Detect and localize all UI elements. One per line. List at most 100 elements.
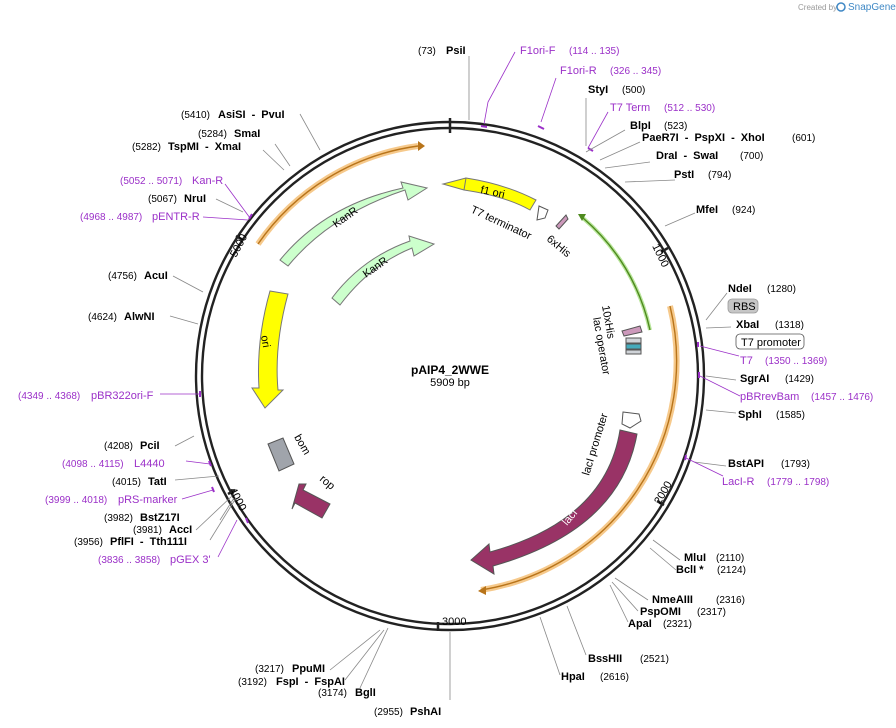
snapgene-logo-icon: [836, 2, 846, 12]
svg-text:F1ori-R: F1ori-R: [560, 65, 597, 77]
svg-text:pGEX 3': pGEX 3': [170, 554, 211, 566]
svg-text:6xHis: 6xHis: [544, 233, 573, 260]
svg-text:(4756): (4756): [108, 271, 137, 282]
svg-text:NmeAIII: NmeAIII: [652, 594, 693, 606]
primer-label-t7-term: T7 Term(512 .. 530): [610, 102, 715, 114]
svg-text:PspOMI: PspOMI: [640, 606, 681, 618]
svg-text:DraI - SwaI: DraI - SwaI: [656, 150, 718, 162]
feature-ori: ori: [251, 290, 289, 409]
svg-text:(924): (924): [732, 205, 755, 216]
primer-label-l4440: (4098 .. 4115)L4440: [62, 458, 165, 470]
svg-text:(1318): (1318): [775, 320, 804, 331]
tick-5000: 5000: [228, 232, 250, 259]
enzyme-label-psti: PstI (794): [674, 169, 731, 181]
enzyme-label-tspmi: (5282)TspMI - XmaI: [132, 141, 241, 153]
svg-text:BclI *: BclI *: [676, 564, 704, 576]
primer-label-pbr322ori-f: (4349 .. 4368)pBR322ori-F: [18, 390, 154, 402]
enzyme-label-styi: StyI(500): [588, 84, 645, 96]
svg-text:PstI: PstI: [674, 169, 694, 181]
svg-text:F1ori-F: F1ori-F: [520, 45, 556, 57]
svg-text:ori: ori: [258, 334, 272, 348]
feature-kanr-inner: KanR: [331, 235, 436, 306]
svg-text:(2317): (2317): [697, 607, 726, 618]
svg-text:(4624): (4624): [88, 312, 117, 323]
svg-text:(2316): (2316): [716, 595, 745, 606]
svg-text:(3836 .. 3858): (3836 .. 3858): [98, 555, 160, 566]
green-arc: [578, 214, 652, 331]
enzyme-label-pflfi: (3956)PflFI - Tth111I: [74, 536, 187, 548]
svg-text:(114 .. 135): (114 .. 135): [569, 46, 619, 57]
enzyme-label-apai: ApaI(2321): [628, 618, 692, 630]
enzyme-label-nmeaiii: NmeAIII (2316): [652, 594, 745, 606]
svg-text:BstZ17I: BstZ17I: [140, 512, 180, 524]
svg-text:Kan-R: Kan-R: [192, 175, 223, 187]
svg-text:T7 terminator: T7 terminator: [469, 204, 534, 243]
enzyme-label-xbai: XbaI(1318): [736, 319, 804, 331]
primer-leader-lines: [160, 51, 741, 558]
svg-text:NdeI: NdeI: [728, 283, 752, 295]
enzyme-label-tati: (4015)TatI: [112, 476, 167, 488]
svg-text:bom: bom: [291, 433, 312, 458]
svg-text:(1429): (1429): [785, 374, 814, 385]
primer-label-pgex3: (3836 .. 3858) pGEX 3': [98, 554, 211, 566]
svg-text:TatI: TatI: [148, 476, 167, 488]
svg-text:LacI-R: LacI-R: [722, 476, 754, 488]
svg-text:(5282): (5282): [132, 142, 161, 153]
svg-text:(2110): (2110): [716, 553, 744, 564]
svg-text:(601): (601): [792, 133, 815, 144]
svg-text:(3982): (3982): [104, 513, 133, 524]
svg-text:(5067): (5067): [148, 194, 177, 205]
svg-text:AsiSI - PvuI: AsiSI - PvuI: [218, 109, 285, 121]
enzyme-label-psii: (73)PsiI: [418, 45, 466, 57]
svg-text:(3999 .. 4018): (3999 .. 4018): [45, 495, 107, 506]
svg-text:(1280): (1280): [767, 284, 796, 295]
svg-text:PshAI: PshAI: [410, 706, 441, 718]
enzyme-label-asisi: (5410) AsiSI - PvuI: [181, 109, 285, 121]
svg-text:(5410): (5410): [181, 110, 210, 121]
svg-text:(5284): (5284): [198, 129, 227, 140]
svg-text:pRS-marker: pRS-marker: [118, 494, 178, 506]
enzyme-label-bsshii: BssHII(2521): [588, 653, 669, 665]
enzyme-label-ppumi: (3217)PpuMI: [255, 663, 325, 675]
svg-text:(326 .. 345): (326 .. 345): [610, 66, 661, 77]
primer-label-pentr-r: (4968 .. 4987)pENTR-R: [80, 211, 200, 223]
svg-text:SphI: SphI: [738, 409, 762, 421]
svg-text:NruI: NruI: [184, 193, 206, 205]
svg-text:T7 Term: T7 Term: [610, 102, 650, 114]
svg-text:(2124): (2124): [717, 565, 746, 576]
feature-6xhis: 6xHis: [544, 214, 573, 260]
enzyme-label-fspi: (3192)FspI - FspAI: [238, 676, 345, 688]
enzyme-label-acui: (4756)AcuI: [108, 270, 168, 282]
enzyme-label-bstz17i: (3982) BstZ17I: [104, 512, 180, 524]
svg-text:(1793): (1793): [781, 459, 810, 470]
enzyme-label-bcli: BclI * (2124): [676, 564, 746, 576]
svg-text:(73): (73): [418, 46, 436, 57]
enzyme-label-mlui: MluI(2110): [684, 552, 744, 564]
svg-text:(500): (500): [622, 85, 645, 96]
feature-f1-ori: f1 ori: [441, 177, 537, 211]
enzyme-label-blpi: BlpI (523): [630, 120, 687, 132]
enzyme-label-nrui: (5067) NruI: [148, 193, 206, 205]
primer-label-t7: T7(1350 .. 1369): [740, 355, 827, 367]
svg-text:(3956): (3956): [74, 537, 103, 548]
svg-text:pBRrevBam: pBRrevBam: [740, 391, 799, 403]
enzyme-label-acci: (3981)AccI: [133, 524, 192, 536]
enzyme-label-alwni: (4624)AlwNI: [88, 311, 155, 323]
feature-rop: rop: [291, 473, 337, 519]
svg-text:(4349 .. 4368): (4349 .. 4368): [18, 391, 80, 402]
svg-text:(523): (523): [664, 121, 687, 132]
svg-text:PpuMI: PpuMI: [292, 663, 325, 675]
svg-text:(794): (794): [708, 170, 731, 181]
enzyme-label-sgrai: SgrAI(1429): [740, 373, 814, 385]
enzyme-label-paer7i: PaeR7I - PspXI - XhoI(601): [642, 132, 815, 144]
svg-text:(2616): (2616): [600, 672, 629, 683]
svg-text:BlpI: BlpI: [630, 120, 651, 132]
laci-orange-arc: [478, 305, 680, 595]
primer-label-f1ori-f: F1ori-F (114 .. 135): [520, 45, 619, 57]
svg-text:lacI promoter: lacI promoter: [580, 412, 610, 477]
enzyme-label-mfei: MfeI(924): [696, 204, 755, 216]
enzyme-label-pcii: (4208)PciI: [104, 440, 160, 452]
svg-text:BglI: BglI: [355, 687, 376, 699]
svg-text:(700): (700): [740, 151, 763, 162]
